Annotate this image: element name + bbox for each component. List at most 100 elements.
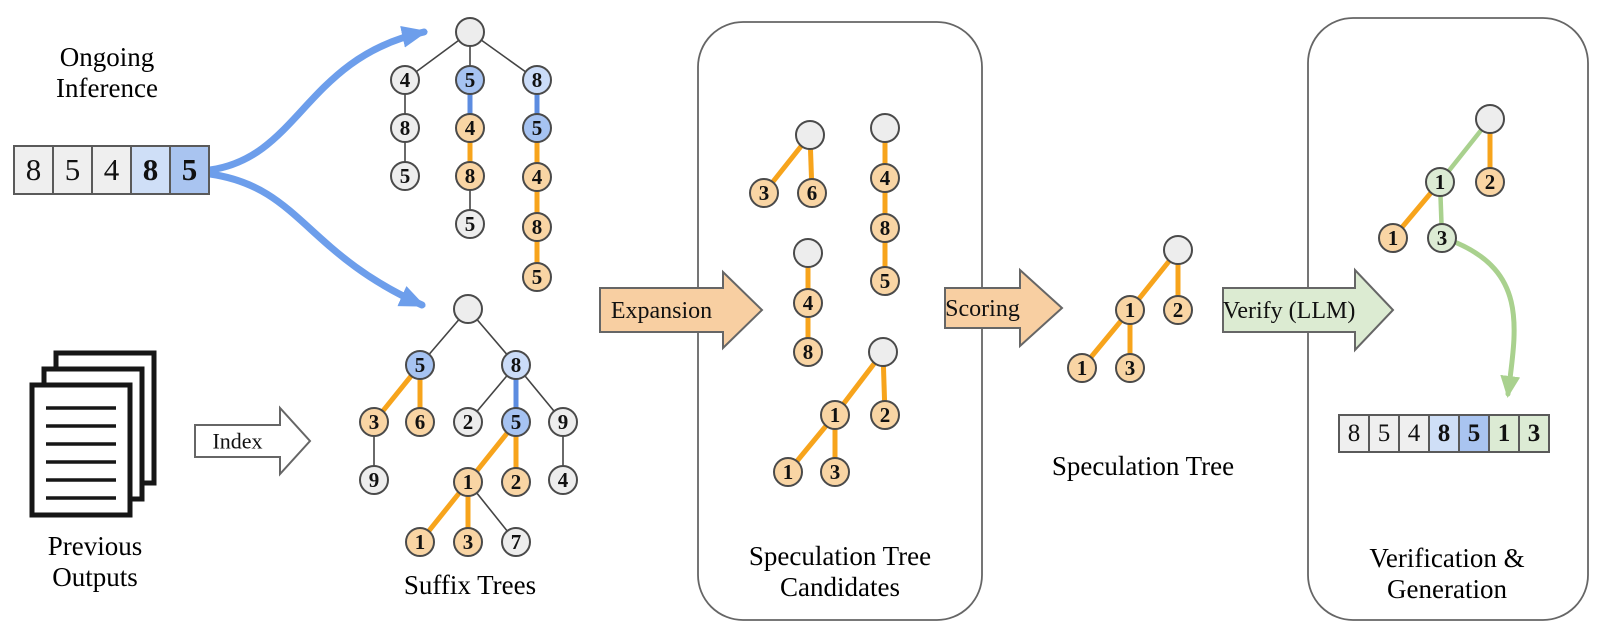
tree-node: [522, 65, 552, 95]
tree-node: [405, 407, 435, 437]
tree-node-value: 5: [400, 164, 411, 188]
tree-node-value: 1: [830, 403, 841, 427]
tree-node-value: 6: [415, 410, 426, 434]
tree-node: [453, 407, 483, 437]
token-cell: 8: [1428, 416, 1458, 451]
tree-node-value: 4: [803, 291, 814, 315]
expansion-arrow-label: Expansion: [611, 298, 712, 324]
tree-node: [390, 65, 420, 95]
ongoing-inference-line1: Ongoing: [59, 42, 155, 72]
tree-node: [773, 457, 803, 487]
tree-node-value: 8: [532, 68, 543, 92]
blue-fork-arrow-bottom: [206, 170, 426, 309]
tree-node: [359, 465, 389, 495]
tree-node-value: 1: [1125, 298, 1136, 322]
tree-node-value: 8: [803, 340, 814, 364]
tree-node: [1378, 223, 1408, 253]
tree-node: [522, 162, 552, 192]
ongoing-inference-label: Ongoing Inference: [27, 42, 187, 104]
token-cell: 4: [91, 147, 130, 193]
tree-node: [797, 178, 827, 208]
tree-node-value: 1: [415, 530, 426, 554]
tree-root-node: [455, 17, 485, 47]
tree-node: [1163, 295, 1193, 325]
tree-node-value: 5: [880, 269, 891, 293]
tree-node: [548, 407, 578, 437]
token-cell: 8: [1340, 416, 1368, 451]
tree-node-value: 8: [465, 164, 476, 188]
tree-root-node: [795, 120, 825, 150]
tree-node-value: 4: [880, 166, 891, 190]
tree-node: [455, 161, 485, 191]
previous-outputs-label: Previous Outputs: [15, 531, 175, 593]
tree-node: [1475, 167, 1505, 197]
tree-node: [501, 350, 531, 380]
tree-node-value: 4: [532, 165, 543, 189]
tree-node-value: 5: [465, 68, 476, 92]
tree-node-value: 8: [532, 215, 543, 239]
tree-node-value: 2: [463, 410, 474, 434]
tree-node-value: 1: [1388, 226, 1399, 250]
candidates-line2: Candidates: [780, 572, 900, 602]
tree-node: [793, 337, 823, 367]
verification-line2: Generation: [1387, 574, 1507, 604]
tree-node-value: 2: [1173, 298, 1184, 322]
tree-node: [820, 400, 850, 430]
suffix-trees-label: Suffix Trees: [403, 570, 537, 600]
token-cell: 5: [1458, 416, 1488, 451]
tree-node-value: 1: [1435, 170, 1446, 194]
candidate-tree-3: 48: [793, 238, 823, 367]
tree-node: [453, 527, 483, 557]
verification-line1: Verification &: [1369, 543, 1525, 573]
verify-arrow: [1222, 267, 1395, 353]
tree-node: [1425, 167, 1455, 197]
candidates-line1: Speculation Tree: [748, 541, 932, 571]
tree-node: [501, 527, 531, 557]
tree-node: [1115, 353, 1145, 383]
tree-root-node: [868, 337, 898, 367]
token-cell: 5: [169, 147, 208, 193]
tree-node-value: 3: [1437, 226, 1448, 250]
tree-root-node: [453, 294, 483, 324]
index-arrow-label: Index: [212, 428, 262, 453]
tree-node: [405, 350, 435, 380]
token-cell: 4: [1398, 416, 1428, 451]
token-cell: 5: [1368, 416, 1398, 451]
tree-node-value: 5: [415, 353, 426, 377]
ongoing-inference-line2: Inference: [56, 73, 158, 103]
tree-node-value: 7: [511, 530, 522, 554]
speculation-candidates-label: Speculation Tree Candidates: [720, 541, 960, 603]
stacked-documents-icon: [29, 350, 157, 518]
tree-node-value: 3: [1125, 356, 1136, 380]
scoring-arrow-label: Scoring: [945, 296, 1020, 322]
tree-node-value: 3: [369, 410, 380, 434]
tree-node: [359, 407, 389, 437]
token-cell: 8: [130, 147, 169, 193]
tree-node-value: 2: [511, 470, 522, 494]
tree-node: [870, 400, 900, 430]
tree-node-value: 4: [465, 116, 476, 140]
tree-node-value: 8: [511, 353, 522, 377]
tree-node-value: 6: [807, 181, 818, 205]
verification-generation-label: Verification & Generation: [1327, 543, 1567, 605]
tree-node-value: 8: [400, 116, 411, 140]
tree-node: [870, 213, 900, 243]
tree-node-value: 3: [463, 530, 474, 554]
tree-node-value: 5: [532, 265, 543, 289]
tree-node-value: 3: [759, 181, 770, 205]
expansion-arrow: [599, 269, 764, 351]
tree-node-value: 5: [511, 410, 522, 434]
tree-node-value: 2: [1485, 170, 1496, 194]
tree-node: [455, 113, 485, 143]
tree-node-value: 1: [463, 470, 474, 494]
previous-outputs-line2: Outputs: [52, 562, 138, 592]
tree-node: [870, 163, 900, 193]
